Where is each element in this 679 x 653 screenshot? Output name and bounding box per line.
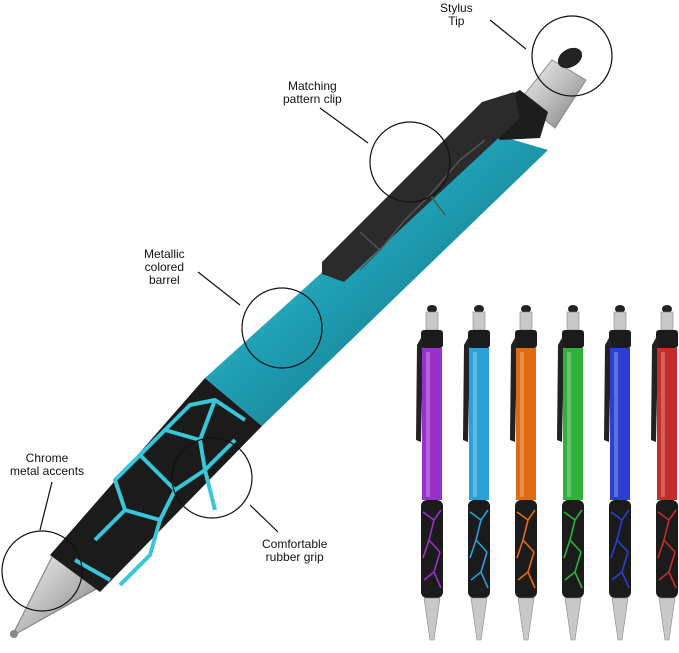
color-variants <box>416 305 678 641</box>
callout-line-stylus <box>489 19 527 50</box>
variant-chrome-top <box>425 311 439 331</box>
clip <box>322 92 520 282</box>
variant-stylus-tip <box>521 305 531 313</box>
variant-cap <box>421 330 443 348</box>
variant-chrome-tip <box>470 597 488 641</box>
variant-grip-pattern <box>469 509 489 589</box>
variant-grip-pattern <box>516 509 536 589</box>
variant-chrome-top <box>660 311 674 331</box>
barrel <box>205 130 548 426</box>
variant-chrome-tip <box>423 597 441 641</box>
variant-stylus-tip <box>662 305 672 313</box>
variant-clip <box>651 336 658 442</box>
variant-pen <box>651 305 678 641</box>
variant-cap <box>609 330 631 348</box>
variant-chrome-tip <box>658 597 676 641</box>
variant-chrome-tip <box>517 597 535 641</box>
callout-line-chrome <box>39 481 53 531</box>
callout-circle-barrel <box>241 287 323 369</box>
variant-barrel <box>610 348 630 500</box>
callout-line-barrel <box>197 271 241 306</box>
variant-grip <box>609 500 631 598</box>
callouts <box>1 15 613 612</box>
variant-pen <box>557 305 584 641</box>
clip-pattern <box>359 139 486 271</box>
variant-grip-pattern <box>610 509 630 589</box>
callout-circle-grip <box>171 437 253 519</box>
variant-chrome-top <box>472 311 486 331</box>
variant-cap <box>468 330 490 348</box>
variant-cap <box>562 330 584 348</box>
variant-pen <box>416 305 443 641</box>
variant-stylus-tip <box>615 305 625 313</box>
label-metallic-barrel: Metallic colored barrel <box>144 247 185 287</box>
variant-grip-pattern <box>657 509 677 589</box>
label-chrome-accents: Chrome metal accents <box>10 451 85 478</box>
callout-circle-chrome <box>1 530 83 612</box>
variant-grip <box>468 500 490 598</box>
variant-chrome-top <box>613 311 627 331</box>
variant-chrome-tip <box>564 597 582 641</box>
variant-stylus-tip <box>427 305 437 313</box>
variant-barrel <box>516 348 536 500</box>
rubber-grip <box>50 378 262 592</box>
callout-line-clip <box>319 107 369 144</box>
variant-grip <box>562 500 584 598</box>
label-matching-clip: Matching pattern clip <box>283 79 342 106</box>
variant-barrel-highlight <box>473 352 477 497</box>
variant-barrel-highlight <box>567 352 571 497</box>
variant-chrome-top <box>566 311 580 331</box>
ballpoint-tip <box>10 630 18 638</box>
variant-barrel <box>469 348 489 500</box>
variant-barrel-highlight <box>614 352 618 497</box>
variant-barrel-highlight <box>426 352 430 497</box>
variant-grip <box>515 500 537 598</box>
variant-grip <box>421 500 443 598</box>
stylus-rubber-tip <box>557 47 583 69</box>
variant-clip <box>510 336 517 442</box>
variant-clip <box>416 336 423 442</box>
variant-grip <box>656 500 678 598</box>
variant-clip <box>557 336 564 442</box>
variant-barrel-highlight <box>520 352 524 497</box>
main-pen <box>10 47 587 638</box>
variant-pen <box>463 305 490 641</box>
variant-pen <box>604 305 631 641</box>
callout-circle-clip <box>369 121 451 203</box>
grip-pattern <box>74 398 247 587</box>
variant-grip-pattern <box>563 509 583 589</box>
variant-clip <box>463 336 470 442</box>
variant-cap <box>656 330 678 348</box>
variant-pen <box>510 305 537 641</box>
callout-line-grip <box>249 504 279 533</box>
label-rubber-grip: Comfortable rubber grip <box>262 537 328 564</box>
variant-chrome-top <box>519 311 533 331</box>
variant-barrel <box>563 348 583 500</box>
variant-grip-pattern <box>422 509 442 589</box>
label-stylus-tip: Stylus Tip <box>440 1 473 28</box>
variant-stylus-tip <box>568 305 578 313</box>
variant-chrome-tip <box>611 597 629 641</box>
callout-circle-stylus <box>531 15 613 97</box>
variant-barrel <box>657 348 677 500</box>
variant-cap <box>515 330 537 348</box>
variant-clip <box>604 336 611 442</box>
variant-barrel <box>422 348 442 500</box>
variant-barrel-highlight <box>661 352 665 497</box>
variant-stylus-tip <box>474 305 484 313</box>
